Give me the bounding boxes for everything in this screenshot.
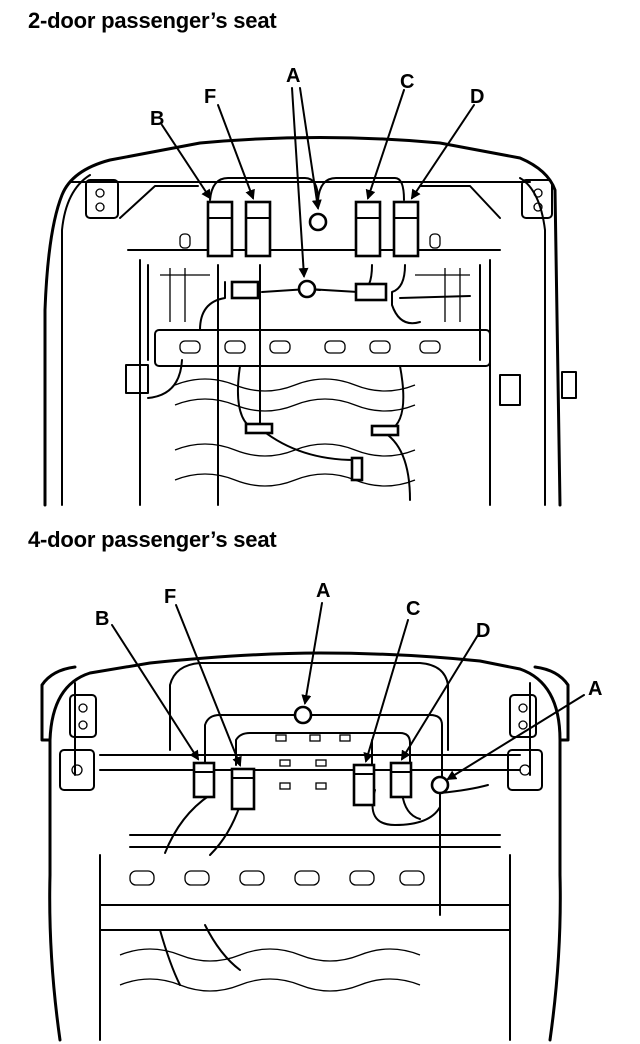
callout-D-4door: D bbox=[476, 620, 490, 642]
connector-D-2door bbox=[392, 200, 420, 258]
callout-A-top-4door: A bbox=[316, 580, 330, 602]
ground-point-A-top-4door bbox=[293, 705, 313, 725]
connector-D-4door bbox=[389, 761, 413, 799]
connector-F-4door bbox=[230, 767, 256, 811]
ground-point-A-right-4door bbox=[430, 775, 450, 795]
connector-lower-left-2door bbox=[230, 280, 260, 300]
connector-C-2door bbox=[354, 200, 382, 258]
callout-D-2door: D bbox=[470, 86, 484, 108]
diagram-4door-seat: A B F C D A bbox=[40, 580, 602, 1042]
seat-frame-2door bbox=[43, 136, 577, 507]
callout-B-2door: B bbox=[150, 108, 164, 130]
connector-B-4door bbox=[192, 761, 216, 799]
connector-F-2door bbox=[244, 200, 272, 258]
callout-arrows-4door bbox=[111, 602, 585, 781]
connector-C-4door bbox=[352, 763, 376, 807]
callout-C-4door: C bbox=[406, 598, 420, 620]
connector-lower-right-2door bbox=[354, 282, 388, 302]
connector-B-2door bbox=[206, 200, 234, 258]
heading-2door-seat: 2-door passenger’s seat bbox=[28, 8, 277, 33]
wire-harness-4door bbox=[164, 714, 489, 916]
diagram-2door-seat: A B F C D bbox=[43, 65, 577, 507]
callout-C-2door: C bbox=[400, 71, 414, 93]
callout-F-4door: F bbox=[164, 586, 176, 608]
callout-A-right-4door: A bbox=[588, 678, 602, 700]
ground-point-A-upper-2door bbox=[308, 212, 328, 232]
callout-A-2door: A bbox=[286, 65, 300, 87]
callout-F-2door: F bbox=[204, 86, 216, 108]
callout-B-4door: B bbox=[95, 608, 109, 630]
ground-point-A-lower-2door bbox=[297, 279, 317, 299]
callout-arrows-2door bbox=[161, 87, 475, 278]
heading-4door-seat: 4-door passenger’s seat bbox=[28, 527, 277, 552]
